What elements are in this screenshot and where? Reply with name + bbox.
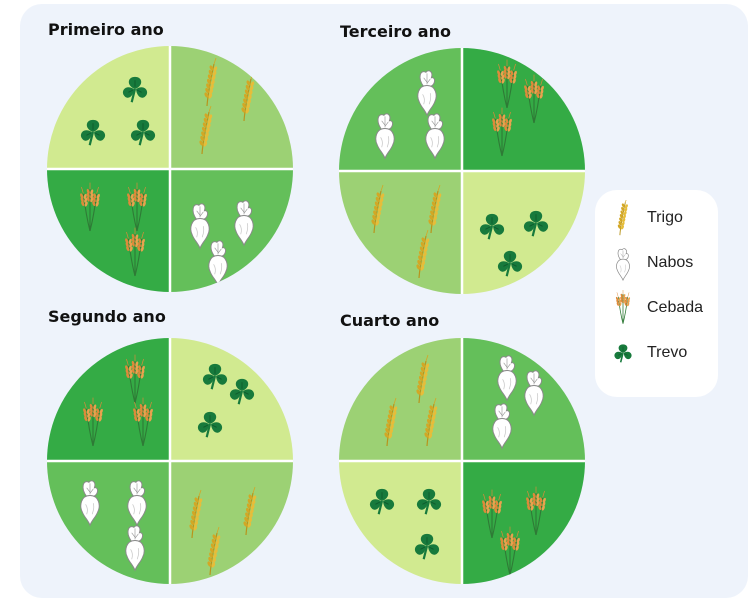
quadrant-trevo <box>47 46 170 169</box>
quadrant-nabos <box>462 338 585 461</box>
quadrant-trevo <box>339 461 462 584</box>
legend-item-trigo: Trigo <box>607 200 715 236</box>
barley-icon <box>615 290 631 324</box>
wheat-icon <box>207 526 221 576</box>
quadrant-nabos <box>47 461 170 584</box>
clover-icon <box>202 363 228 390</box>
wheat-icon <box>416 229 430 279</box>
clover-icon <box>80 119 106 146</box>
rotation-circle-terceiro-ano <box>339 48 585 294</box>
legend-item-trevo: Trevo <box>607 335 715 371</box>
barley-icon <box>500 526 520 576</box>
wheat-icon <box>384 397 398 447</box>
turnip-icon <box>492 403 512 450</box>
quadrant-nabos <box>170 169 293 292</box>
rotation-circle-cuarto-ano <box>339 338 585 584</box>
barley-icon <box>127 182 147 232</box>
turnip-icon <box>524 370 544 417</box>
barley-icon <box>133 397 153 447</box>
turnip-icon <box>234 200 254 247</box>
clover-icon <box>523 210 549 237</box>
rotation-circle-primeiro-ano <box>47 46 293 292</box>
turnip-icon <box>80 480 100 527</box>
legend-label-nabos: Nabos <box>647 254 694 271</box>
barley-icon <box>526 486 546 536</box>
quadrant-cebada <box>462 461 585 584</box>
quadrant-trigo <box>339 171 462 294</box>
clover-icon <box>479 213 505 240</box>
clover-icon <box>197 411 223 438</box>
turnip-icon <box>125 525 145 572</box>
clover-icon <box>416 488 442 515</box>
year-title-cuarto: Cuarto ano <box>340 311 440 330</box>
clover-icon <box>130 119 156 146</box>
turnip-icon <box>127 480 147 527</box>
turnip-icon <box>425 113 445 160</box>
quadrant-trigo <box>170 461 293 584</box>
turnip-icon <box>208 240 228 287</box>
wheat-icon <box>243 486 257 536</box>
legend: Trigo Nabos Cebada Trevo <box>595 190 718 397</box>
barley-icon <box>125 354 145 404</box>
rotation-circle-segundo-ano <box>47 338 293 584</box>
turnip-icon <box>616 248 630 281</box>
clover-icon <box>369 488 395 515</box>
year-title-segundo: Segundo ano <box>48 307 166 326</box>
wheat-icon <box>371 184 385 234</box>
legend-item-nabos: Nabos <box>607 245 715 281</box>
wheat-icon <box>428 184 442 234</box>
wheat-icon <box>617 200 628 236</box>
quadrant-cebada <box>47 169 170 292</box>
barley-icon <box>524 74 544 124</box>
clover-icon <box>614 344 632 363</box>
wheat-icon <box>241 72 255 122</box>
wheat-icon <box>424 397 438 447</box>
wheat-icon <box>204 57 218 107</box>
quadrant-cebada <box>47 338 170 461</box>
turnip-icon <box>497 355 517 402</box>
legend-item-cebada: Cebada <box>607 290 715 326</box>
clover-icon <box>229 378 255 405</box>
turnip-icon <box>190 203 210 250</box>
clover-icon <box>497 250 523 277</box>
year-title-primeiro: Primeiro ano <box>48 20 164 39</box>
barley-icon <box>125 227 145 277</box>
legend-label-trigo: Trigo <box>647 209 683 226</box>
barley-icon <box>615 290 631 324</box>
turnip-icon <box>616 248 630 281</box>
clover-icon <box>122 76 148 103</box>
wheat-icon <box>617 200 628 236</box>
clover-icon <box>614 344 632 363</box>
wheat-icon <box>189 489 203 539</box>
quadrant-trigo <box>339 338 462 461</box>
quadrant-trigo <box>170 46 293 169</box>
barley-icon <box>83 397 103 447</box>
wheat-icon <box>416 354 430 404</box>
turnip-icon <box>375 113 395 160</box>
quadrant-trevo <box>462 171 585 294</box>
legend-label-cebada: Cebada <box>647 299 704 316</box>
legend-label-trevo: Trevo <box>647 344 688 361</box>
quadrant-cebada <box>462 48 585 171</box>
barley-icon <box>497 59 517 109</box>
barley-icon <box>80 182 100 232</box>
turnip-icon <box>417 70 437 117</box>
wheat-icon <box>199 105 213 155</box>
barley-icon <box>482 489 502 539</box>
quadrant-nabos <box>339 48 462 171</box>
year-title-terceiro: Terceiro ano <box>340 22 451 41</box>
clover-icon <box>414 533 440 560</box>
barley-icon <box>492 107 512 157</box>
